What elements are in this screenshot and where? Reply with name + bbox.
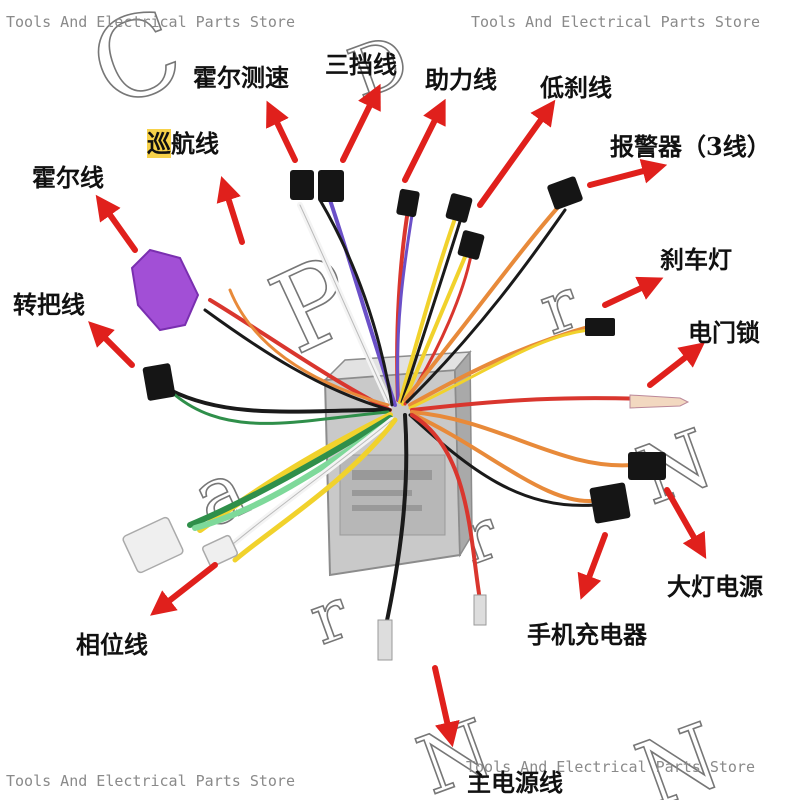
connector-phone-charger: [589, 482, 631, 524]
label-low-brake: 低刹线: [540, 73, 612, 102]
connector-throttle: [142, 363, 176, 401]
watermark-letter: r: [299, 572, 359, 661]
label-cruise-rest: 航线: [171, 129, 219, 158]
connector-low-brake: [445, 193, 473, 223]
label-main-power: 主电源线: [467, 768, 563, 797]
label-cruise-prefix: 巡: [147, 129, 171, 158]
arrow-cruise: [216, 175, 245, 245]
arrow-alarm: [587, 158, 668, 188]
connector-hall: [130, 248, 200, 332]
label-brake-light: 刹车灯: [660, 245, 732, 274]
connector-low-brake-2: [457, 230, 485, 260]
label-phase: 相位线: [76, 630, 148, 659]
arrow-brake-light: [602, 276, 664, 308]
label-hall: 霍尔线: [32, 163, 104, 192]
watermark-letter: N: [624, 704, 734, 800]
watermark-text: Tools And Electrical Parts Store: [471, 13, 760, 31]
label-key-lock: 电门锁: [688, 318, 760, 347]
watermark-text: Tools And Electrical Parts Store: [6, 772, 295, 790]
label-cruise: 巡航线: [147, 124, 219, 159]
arrow-low-brake: [477, 99, 556, 208]
connector-main-power-1: [377, 619, 393, 661]
label-alarm: 报警器（3线）: [610, 132, 771, 161]
connector-phase: [122, 516, 184, 574]
connector-brake-light: [585, 318, 615, 336]
arrow-phase: [150, 562, 218, 616]
label-phone-charger: 手机充电器: [527, 620, 647, 649]
arrow-three-speed: [340, 83, 381, 163]
watermark-text: Tools And Electrical Parts Store: [466, 758, 755, 776]
connector-hall-speed: [290, 170, 314, 200]
connector-alarm: [547, 176, 583, 210]
connector-headlight-power: [628, 452, 666, 480]
connectors: [122, 170, 690, 661]
connector-phase-2: [201, 534, 239, 568]
arrow-hall-speed: [266, 100, 298, 163]
arrow-key-lock: [647, 342, 705, 388]
arrow-phone-charger: [577, 532, 608, 600]
arrow-assist: [402, 98, 446, 183]
arrow-main-power: [432, 665, 460, 748]
label-arrows: [88, 83, 707, 748]
label-hall-speed: 霍尔测速: [193, 63, 289, 92]
label-headlight-power: 大灯电源: [667, 572, 763, 601]
label-three-speed: 三挡线: [325, 50, 397, 79]
connector-key-lock: [629, 394, 690, 409]
wire-harness: [168, 198, 672, 632]
connector-main-power-2: [473, 594, 487, 626]
connector-three-speed: [318, 170, 344, 202]
label-throttle: 转把线: [13, 290, 85, 319]
arrow-hall: [95, 194, 138, 253]
arrow-throttle: [88, 321, 135, 368]
label-assist: 助力线: [425, 65, 497, 94]
arrow-headlight-power: [664, 487, 707, 559]
watermark-text: Tools And Electrical Parts Store: [6, 13, 295, 31]
connector-assist: [396, 188, 420, 218]
